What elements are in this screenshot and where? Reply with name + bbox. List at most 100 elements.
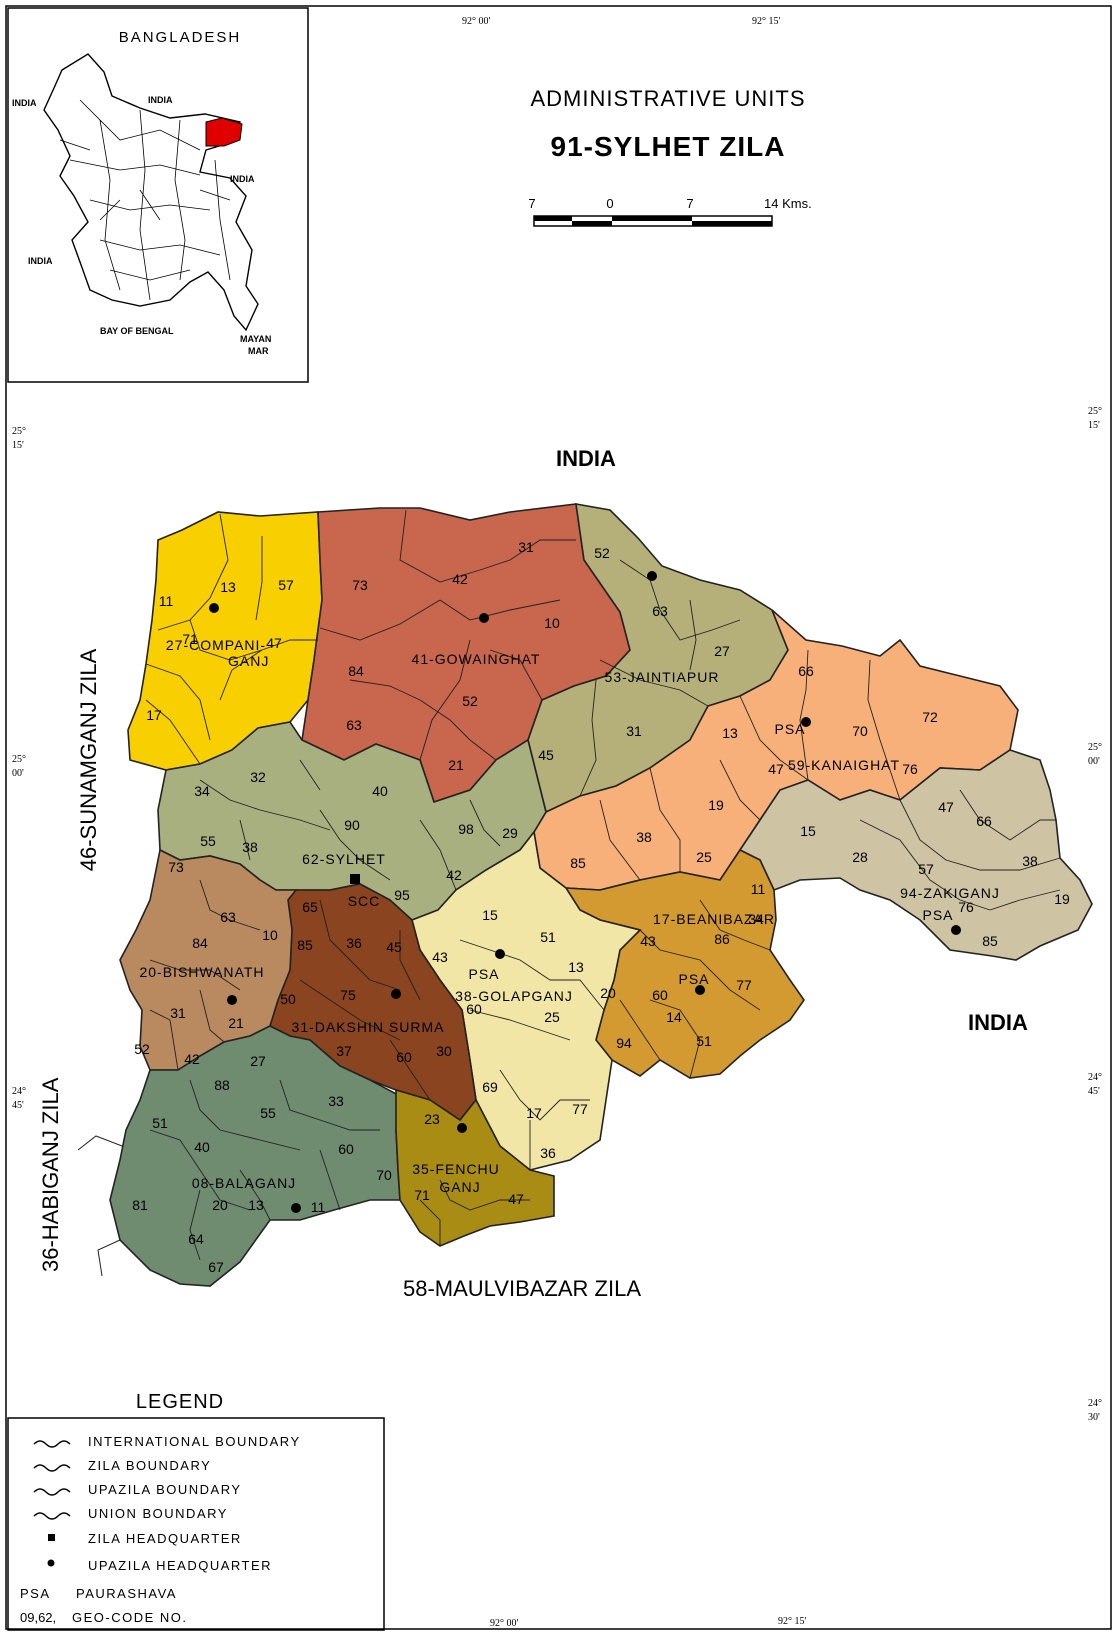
coord-left-1a: 25° [12, 426, 26, 437]
union-code-zakiganj: 85 [982, 933, 998, 949]
union-code-dakshin-surma: 37 [336, 1043, 352, 1059]
union-code-sylhet: 98 [458, 821, 474, 837]
coord-right-2a: 25° [1088, 742, 1102, 753]
union-code-zakiganj: 57 [918, 861, 934, 877]
label-maulvibazar: 58-MAULVIBAZAR ZILA [403, 1276, 641, 1301]
union-code-gowainghat: 31 [518, 539, 534, 555]
union-boundaries [145, 509, 1061, 1261]
legend-geo-text: GEO-CODE NO. [72, 1610, 188, 1625]
psa-label-zakiganj: PSA [922, 907, 953, 923]
upazila-region-fenchuganj [395, 1088, 555, 1247]
union-code-kanaighat: 13 [722, 725, 738, 741]
union-code-beanibazar: 51 [696, 1033, 712, 1049]
union-code-kanaighat: 66 [798, 663, 814, 679]
union-code-jaintiapur: 27 [714, 643, 730, 659]
union-code-companiganj: 57 [278, 577, 294, 593]
upazila-hq-kanaighat [801, 717, 811, 727]
union-code-kanaighat: 70 [852, 723, 868, 739]
union-code-balaganj: 88 [214, 1077, 230, 1093]
coord-right-4a: 24° [1088, 1398, 1102, 1409]
union-code-bishwanath: 21 [228, 1015, 244, 1031]
union-code-golapganj: 51 [540, 929, 556, 945]
headquarter-symbols [209, 571, 961, 1213]
upazila-label-jaintiapur: 53-JAINTIAPUR [605, 669, 720, 685]
union-code-zakiganj: 38 [1022, 853, 1038, 869]
union-code-companiganj: 17 [146, 707, 162, 723]
union-code-zakiganj: 15 [800, 823, 816, 839]
upazila-label-dakshin-surma: 31-DAKSHIN SURMA [292, 1019, 445, 1035]
legend-upazila-headquarter: UPAZILA HEADQUARTER [88, 1558, 272, 1573]
upazila-hq-companiganj [209, 603, 219, 613]
union-code-kanaighat: 85 [570, 855, 586, 871]
zila-headquarter-symbol [350, 874, 360, 884]
coord-bottom-1: 92° 00' [490, 1618, 518, 1629]
union-code-bishwanath: 73 [168, 859, 184, 875]
union-code-zakiganj: 66 [976, 813, 992, 829]
union-code-sylhet: 55 [200, 833, 216, 849]
union-code-golapganj: 77 [572, 1101, 588, 1117]
upazila-label-golapganj: 38-GOLAPGANJ [455, 988, 573, 1004]
union-code-dakshin-surma: 36 [346, 935, 362, 951]
union-code-zakiganj: 76 [958, 899, 974, 915]
map-subtitle: ADMINISTRATIVE UNITS [530, 86, 805, 111]
upazila-label-kanaighat: 59-KANAIGHAT [788, 757, 900, 773]
union-code-gowainghat: 10 [544, 615, 560, 631]
upazila-label-fenchuganj-1: 35-FENCHU [412, 1161, 500, 1177]
upazila-hq-zakiganj [951, 925, 961, 935]
graticule-labels: 92° 00' 92° 15' 92° 00' 92° 15' 25° 15' … [12, 16, 1102, 1629]
upazila-label-beanibazar: 17-BEANIBAZAR [653, 911, 775, 927]
union-code-kanaighat: 76 [902, 761, 918, 777]
upazila-label-zakiganj: 94-ZAKIGANJ [900, 885, 1000, 901]
union-code-kanaighat: 19 [708, 797, 724, 813]
union-code-fenchuganj: 47 [508, 1191, 524, 1207]
union-code-balaganj: 27 [250, 1053, 266, 1069]
union-code-companiganj: 47 [266, 635, 282, 651]
sylhet-highlight [205, 117, 243, 147]
coord-right-3a: 24° [1088, 1072, 1102, 1083]
legend-upazila-boundary-symbol [33, 1488, 71, 1496]
union-code-balaganj: 11 [311, 1199, 326, 1215]
union-code-balaganj: 33 [328, 1093, 344, 1109]
legend-geo-code: 09,62, [20, 1610, 56, 1625]
union-code-kanaighat: 38 [636, 829, 652, 845]
inset-label-india-1: INDIA [12, 98, 37, 108]
union-code-bishwanath: 63 [220, 909, 236, 925]
union-code-sylhet: 32 [250, 769, 266, 785]
union-code-balaganj: 51 [152, 1115, 168, 1131]
coord-right-1b: 15' [1088, 420, 1100, 431]
upazila-label-companiganj-2: GANJ [228, 653, 269, 669]
legend-upazila-hq-symbol [47, 1559, 55, 1567]
union-code-fenchuganj: 23 [424, 1111, 440, 1127]
union-code-beanibazar: 25 [696, 849, 712, 865]
upazila-hq-bishwanath [227, 995, 237, 1005]
union-code-sylhet: 95 [394, 887, 410, 903]
union-code-balaganj: 67 [208, 1259, 224, 1275]
label-india-east: INDIA [968, 1010, 1028, 1035]
union-code-dakshin-surma: 60 [396, 1049, 412, 1065]
inset-title: BANGLADESH [119, 29, 242, 46]
union-code-dakshin-surma: 50 [280, 991, 296, 1007]
upazila-region-zakiganj [738, 749, 1093, 961]
union-code-beanibazar: 43 [640, 933, 656, 949]
union-code-golapganj: 13 [568, 959, 584, 975]
union-code-zakiganj: 19 [1054, 891, 1070, 907]
union-code-kanaighat: 72 [922, 709, 938, 725]
scale-label-1: 0 [606, 196, 613, 211]
legend-zila-headquarter: ZILA HEADQUARTER [88, 1531, 242, 1546]
psa-label-beanibazar: PSA [678, 971, 709, 987]
inset-map: BANGLADESH INDIA INDIA INDIA INDIA BAY O… [7, 7, 309, 383]
scale-bar: 7 0 7 14 Kms. [528, 196, 812, 227]
psa-label-kanaighat: PSA [774, 721, 805, 737]
union-code-bishwanath: 10 [262, 927, 278, 943]
union-code-beanibazar: 60 [652, 987, 668, 1003]
union-code-balaganj: 13 [248, 1197, 264, 1213]
scale-label-0: 7 [528, 196, 535, 211]
union-code-dakshin-surma: 30 [436, 1043, 452, 1059]
upazila-label-companiganj-1: 27-COMPANI- [166, 637, 266, 653]
upazila-label-bishwanath: 20-BISHWANATH [139, 964, 264, 980]
union-code-sylhet: 34 [194, 783, 210, 799]
upazila-hq-dakshin-surma [391, 989, 401, 999]
union-code-golapganj: 69 [482, 1079, 498, 1095]
union-code-beanibazar: 11 [751, 881, 766, 897]
union-code-gowainghat: 21 [448, 757, 464, 773]
